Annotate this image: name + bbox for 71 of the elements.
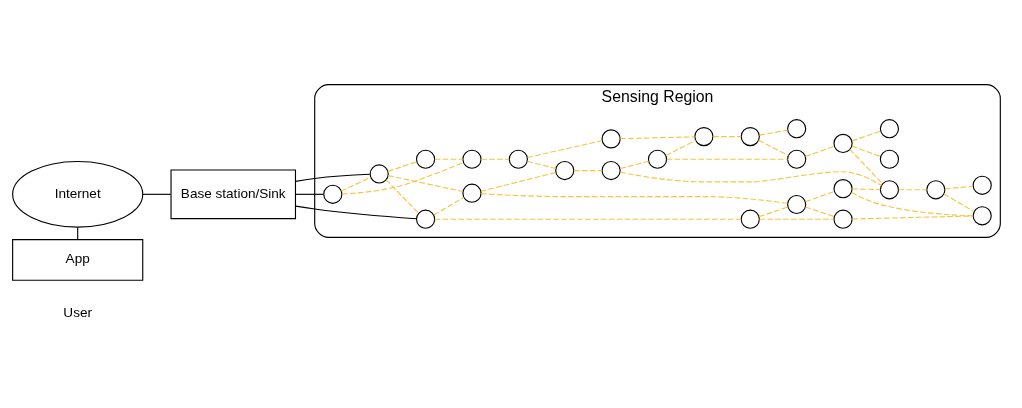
node-circle xyxy=(415,209,436,229)
node-circle xyxy=(323,184,343,204)
connector xyxy=(849,148,883,184)
node-circle xyxy=(972,175,992,195)
connector xyxy=(898,188,928,190)
node-circle xyxy=(833,133,853,153)
node-circle xyxy=(879,179,900,199)
connector xyxy=(712,135,742,137)
connector xyxy=(433,196,465,215)
connector xyxy=(480,192,789,204)
connector xyxy=(851,130,882,141)
node-circle xyxy=(833,209,853,229)
connector xyxy=(387,174,464,192)
node-circle xyxy=(787,118,807,138)
node-box: App xyxy=(12,238,144,281)
connector xyxy=(341,161,464,195)
connector xyxy=(851,145,882,157)
connector xyxy=(804,145,835,157)
node-label: User xyxy=(63,304,93,320)
connector xyxy=(480,158,510,160)
connector xyxy=(387,160,418,172)
connector xyxy=(666,158,789,160)
connector xyxy=(804,206,835,217)
connector xyxy=(573,169,603,171)
connector xyxy=(851,191,974,216)
node-circle xyxy=(462,149,482,169)
node-circle xyxy=(415,149,436,169)
node-circle xyxy=(833,178,853,198)
node-circle xyxy=(787,149,807,169)
connector xyxy=(619,160,650,169)
connector xyxy=(434,158,464,160)
node-circle xyxy=(555,160,575,180)
connector xyxy=(527,160,557,169)
node-box: Base station/Sink xyxy=(170,168,297,219)
node-circle xyxy=(601,160,621,180)
connector xyxy=(943,193,975,212)
connector xyxy=(851,187,881,190)
cluster: Sensing Region xyxy=(314,83,1001,238)
connector xyxy=(944,185,974,190)
connector xyxy=(434,218,742,220)
node-circle xyxy=(369,163,389,184)
connector xyxy=(340,176,372,192)
node-ellipse: Internet xyxy=(12,160,144,228)
node-circle xyxy=(647,149,668,169)
connector xyxy=(295,193,324,195)
node-circle xyxy=(694,126,714,146)
connector xyxy=(758,139,789,156)
node-circle xyxy=(601,128,621,148)
connector xyxy=(295,173,371,182)
connector xyxy=(619,170,882,186)
connector xyxy=(758,129,789,136)
connector xyxy=(665,139,697,156)
connector xyxy=(758,205,789,217)
connector xyxy=(526,139,603,158)
connector xyxy=(385,178,420,214)
connector xyxy=(851,214,974,220)
node-circle xyxy=(508,149,528,169)
node-circle xyxy=(787,194,807,214)
connector xyxy=(142,193,172,195)
connector xyxy=(480,171,556,192)
node-circle xyxy=(740,126,760,146)
connector xyxy=(619,135,696,139)
node-circle xyxy=(740,209,760,229)
node-circle xyxy=(879,118,900,138)
node-circle xyxy=(926,179,946,199)
connector xyxy=(758,218,835,220)
connector xyxy=(295,205,417,219)
connector xyxy=(804,190,835,202)
node-circle xyxy=(879,149,900,169)
node-circle xyxy=(972,205,992,225)
node-circle xyxy=(462,183,482,203)
